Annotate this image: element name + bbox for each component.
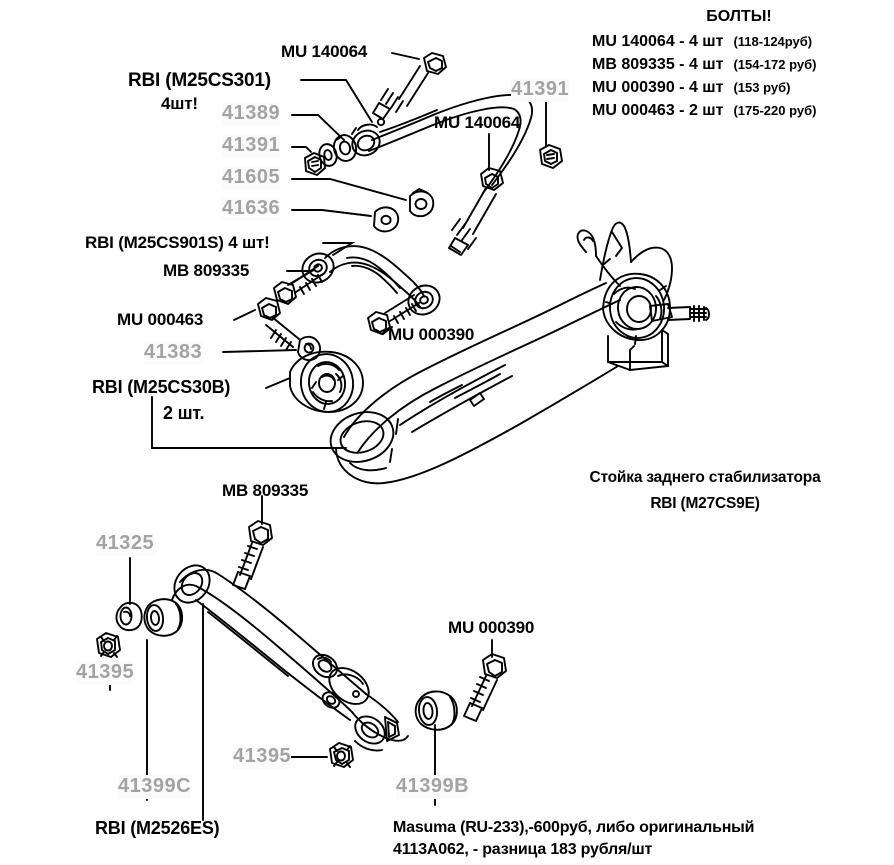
label-mb809335-lower: MB 809335 [222, 481, 309, 500]
leader-lines [109, 52, 547, 821]
label-rbi-m25cs301: RBI (M25CS301) [128, 70, 271, 91]
bolts-row: MU 000463 - 2 шт (175-220 руб) [592, 102, 886, 120]
label-mu000390-mid: MU 000390 [388, 325, 475, 344]
bolt-price: (118-124руб) [733, 34, 813, 49]
part-number-41389: 41389 [222, 102, 281, 126]
label-rbi-m25cs30b-qty: 2 шт. [163, 403, 205, 423]
label-rbi-m25cs301-qty: 4шт! [161, 94, 198, 113]
label-mu140064-mid: MU 140064 [434, 113, 521, 132]
label-mu000390-lower: MU 000390 [448, 618, 535, 637]
part-number-41605: 41605 [222, 166, 281, 190]
bolt-part-number: MU 140064 - 4 шт [592, 33, 724, 50]
label-stabilizer-part: RBI (M27CS9E) [650, 495, 760, 512]
bolts-panel-heading: БОЛТЫ! [706, 8, 772, 25]
bolts-row: MU 140064 - 4 шт (118-124руб) [592, 33, 886, 51]
part-number-41395-left: 41395 [76, 661, 135, 685]
bolt-price: (175-220 руб) [733, 103, 817, 118]
part-number-41399c: 41399C [118, 775, 192, 799]
bolts-row: MU 000390 - 4 шт (153 руб) [592, 79, 886, 97]
label-rbi-m2526es: RBI (M2526ES) [95, 818, 220, 838]
label-mu140064-top: MU 140064 [281, 42, 368, 61]
label-rbi-m25cs901s: RBI (M25CS901S) 4 шт! [85, 233, 270, 252]
label-rbi-m25cs30b: RBI (M25CS30B) [92, 377, 231, 397]
part-number-41636: 41636 [222, 197, 281, 221]
bolt-price: (154-172 руб) [733, 57, 817, 72]
bolts-panel: БОЛТЫ! MU 140064 - 4 шт (118-124руб) MB … [592, 8, 886, 120]
part-number-41395-mid: 41395 [233, 745, 292, 769]
bolt-price: (153 руб) [733, 80, 791, 95]
label-masuma-line1: Masuma (RU-233),-600руб, либо оригинальн… [393, 819, 755, 836]
bolt-part-number: MU 000463 - 2 шт [592, 102, 724, 119]
label-stabilizer-title: Стойка заднего стабилизатора [589, 469, 821, 486]
part-number-41391-top: 41391 [511, 78, 570, 102]
part-number-41391-left: 41391 [222, 134, 281, 158]
bolt-part-number: MU 000390 - 4 шт [592, 79, 724, 96]
bolts-row: MB 809335 - 4 шт (154-172 руб) [592, 56, 886, 74]
part-number-41325: 41325 [96, 532, 155, 556]
part-number-41383: 41383 [144, 341, 203, 365]
label-mb809335-upper: MB 809335 [163, 261, 250, 280]
bolt-part-number: MB 809335 - 4 шт [592, 56, 724, 73]
label-mu000463: MU 000463 [117, 310, 204, 329]
label-masuma-line2: 4113A062, - разница 183 рубля/шт [393, 841, 653, 858]
part-number-41399b: 41399B [396, 775, 470, 799]
